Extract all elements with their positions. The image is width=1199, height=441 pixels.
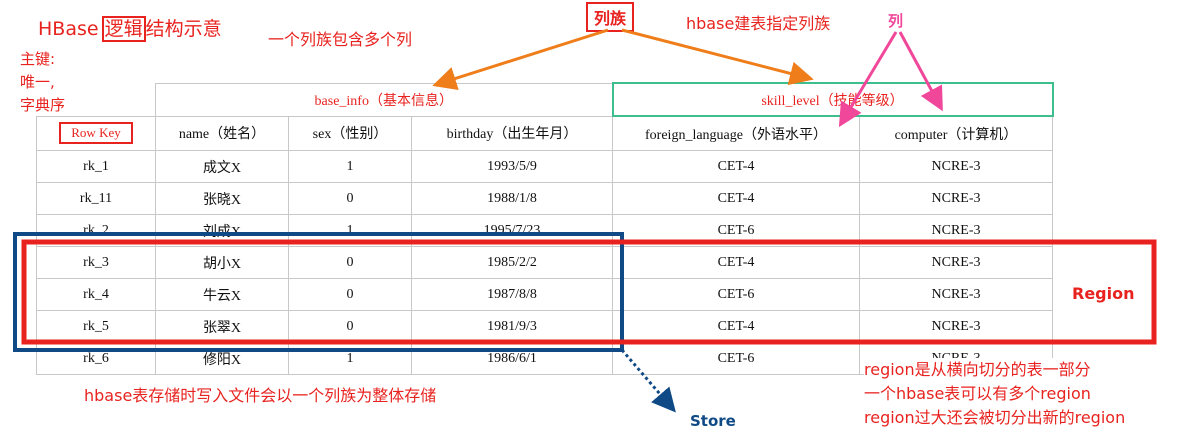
cell: 张翠X — [155, 310, 289, 343]
region-note-line: region是从横向切分的表一部分 — [864, 360, 1091, 379]
group-row: base_info（基本信息） skill_level（技能等级） — [36, 82, 1054, 117]
rowkey-note-line: 主键: — [20, 50, 56, 68]
cell: rk_4 — [36, 278, 156, 311]
cell: 胡小X — [155, 246, 289, 279]
header-row: Row Key name（姓名） sex（性别） birthday（出生年月） … — [36, 115, 1053, 151]
cell: 0 — [288, 182, 412, 215]
store-box — [13, 232, 624, 352]
arrow-to-store — [620, 349, 676, 413]
column-family-tag: 列族 — [586, 2, 635, 32]
column-tag: 列 — [888, 12, 904, 30]
store-label: Store — [690, 412, 736, 430]
group-skill-level: skill_level（技能等级） — [611, 82, 1054, 117]
cell: 1987/8/8 — [411, 278, 613, 311]
column-header: name（姓名） — [155, 115, 289, 151]
region-notes: region是从横向切分的表一部分 一个hbase表可以有多个region re… — [864, 358, 1126, 430]
region-label: Region — [1072, 284, 1135, 303]
arrow-to-skill-level — [621, 28, 814, 86]
cell: rk_11 — [36, 182, 156, 215]
cell: NCRE-3 — [859, 278, 1053, 311]
cell: rk_5 — [36, 310, 156, 343]
store-description: hbase表存储时写入文件会以一个列族为整体存储 — [84, 386, 437, 405]
family-contains-note: 一个列族包含多个列 — [268, 30, 413, 49]
column-header: birthday（出生年月） — [411, 115, 613, 151]
arrow-to-computer — [898, 31, 943, 112]
cell: 成文X — [155, 150, 289, 183]
cell: 修阳X — [155, 342, 289, 375]
cell: CET-4 — [612, 310, 860, 343]
arrow-to-base-info — [432, 28, 609, 90]
cell: 1988/1/8 — [411, 182, 613, 215]
cell: rk_1 — [36, 150, 156, 183]
region-box — [21, 239, 1157, 345]
cell: CET-4 — [612, 182, 860, 215]
cell: 牛云X — [155, 278, 289, 311]
column-header: computer（计算机） — [859, 115, 1053, 151]
title-hbase: HBase — [38, 18, 99, 40]
create-table-note: hbase建表指定列族 — [686, 14, 831, 33]
region-note-line: region过大还会被切分出新的region — [864, 408, 1126, 427]
region-note-line: 一个hbase表可以有多个region — [864, 384, 1091, 403]
rowkey-header-cell: Row Key — [36, 115, 156, 151]
cell: NCRE-3 — [859, 246, 1053, 279]
cell: CET-4 — [612, 150, 860, 183]
rowkey-header: Row Key — [59, 122, 133, 145]
cell: rk_6 — [36, 342, 156, 375]
cell: CET-6 — [612, 342, 860, 375]
group-base-info: base_info（基本信息） — [155, 82, 613, 117]
title-logic-boxed: 逻辑 — [101, 16, 146, 42]
cell: 1981/9/3 — [411, 310, 613, 343]
cell: 0 — [288, 310, 412, 343]
title-rest: 结构示意 — [145, 18, 222, 40]
arrow-to-foreign-language — [838, 31, 898, 128]
